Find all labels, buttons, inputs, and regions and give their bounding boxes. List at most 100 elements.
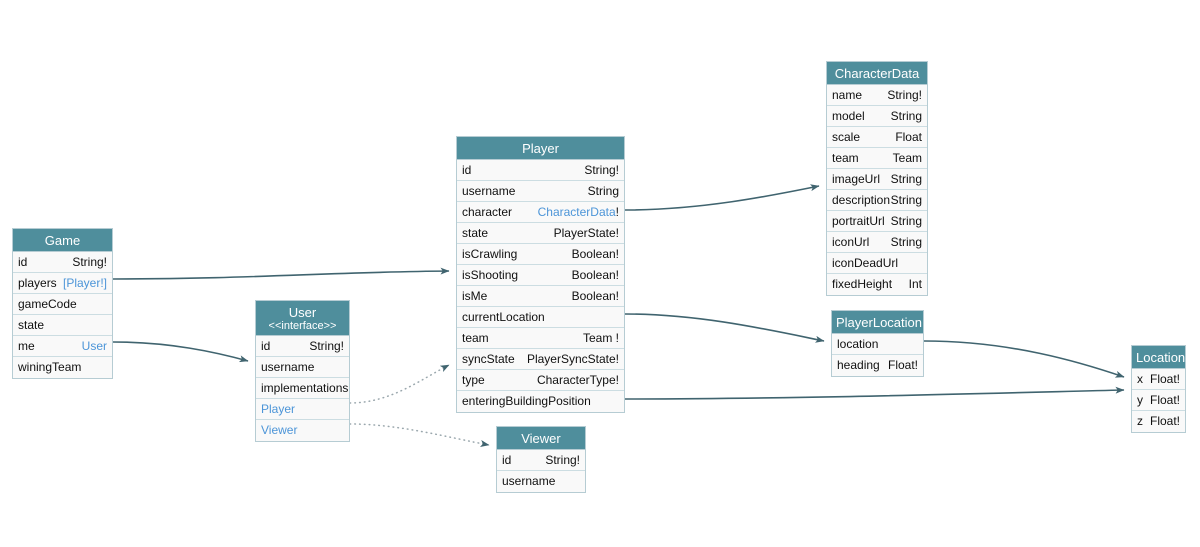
field-type: String! [545, 453, 580, 467]
field-row: stateGameState! [13, 315, 112, 336]
entity-stereotype: <<interface>> [268, 320, 337, 332]
field-type: String! [72, 255, 107, 269]
field-row: iconUrl String [827, 232, 927, 253]
field-name: id [261, 339, 271, 353]
field-row: username String [457, 181, 624, 202]
field-name: id [18, 255, 28, 269]
entity-name: User [288, 305, 317, 320]
edge-game-me-to-user [112, 341, 249, 363]
field-type: String [890, 193, 922, 207]
field-row: z Float! [1132, 411, 1185, 432]
entity-name: CharacterData [834, 66, 920, 81]
field-row: x Float! [1132, 369, 1185, 390]
edge-game-players-to-player [112, 267, 450, 280]
implementation-viewer[interactable]: Viewer [256, 420, 349, 441]
field-name: portraitUrl [832, 214, 885, 228]
field-name: x [1137, 372, 1143, 386]
field-name: enteringBuildingPosition [462, 394, 591, 408]
entity-name: Viewer [521, 431, 561, 446]
entity-user[interactable]: User<<interface>>idString!usernameString… [255, 300, 350, 442]
field-name: z [1137, 414, 1143, 428]
entity-title: Game [13, 229, 112, 252]
field-type[interactable]: [Player!] [62, 276, 107, 290]
field-type: Float! [1149, 393, 1180, 407]
field-row: gameCodeString! [13, 294, 112, 315]
edge-player-enteringbuildingposition-to-location [624, 386, 1125, 400]
field-name: team [832, 151, 859, 165]
field-row: isCrawling Boolean! [457, 244, 624, 265]
field-name: gameCode [18, 297, 77, 311]
field-name: username [462, 184, 516, 198]
field-type: Team ! [582, 331, 619, 345]
edge-user-implements-player [349, 364, 450, 404]
field-name: isCrawling [462, 247, 518, 261]
entity-playerlocation[interactable]: PlayerLocationlocationLocation!headingFl… [831, 310, 924, 377]
field-name: state [462, 226, 489, 240]
field-name: fixedHeight [832, 277, 893, 291]
field-name: username [261, 360, 315, 374]
field-row: enteringBuildingPositionLocation [457, 391, 624, 412]
field-type: String [890, 235, 922, 249]
entity-title: Location [1132, 346, 1185, 369]
entity-title: User<<interface>> [256, 301, 349, 336]
field-type: PlayerSyncState! [526, 352, 619, 366]
entity-title: Viewer [497, 427, 585, 450]
field-name: model [832, 109, 865, 123]
field-type[interactable]: CharacterData! [537, 205, 619, 219]
field-name: description [832, 193, 891, 207]
entity-title: Player [457, 137, 624, 160]
edge-player-character-to-characterdata [624, 184, 820, 211]
field-type: Boolean! [571, 247, 619, 261]
entity-name: PlayerLocation [836, 315, 922, 330]
field-type: String [587, 184, 619, 198]
field-row: players[Player!] [13, 273, 112, 294]
field-name: id [502, 453, 512, 467]
field-name: location [837, 337, 879, 351]
entity-name: Player [522, 141, 559, 156]
field-type: Float! [887, 358, 918, 372]
field-name: isMe [462, 289, 488, 303]
field-name: username [502, 474, 556, 488]
field-type: Team [78, 377, 107, 378]
edge-user-implements-viewer [349, 423, 490, 447]
field-row: portraitUrl String [827, 211, 927, 232]
field-name: scale [832, 130, 861, 144]
implementation-player[interactable]: Player [256, 399, 349, 420]
field-name: name [832, 88, 863, 102]
field-type: Boolean! [571, 268, 619, 282]
entity-title: PlayerLocation [832, 311, 923, 334]
field-type[interactable]: User [81, 339, 107, 353]
field-row: me User [13, 336, 112, 357]
field-name: heading [837, 358, 880, 372]
non-null-marker: ! [615, 205, 619, 219]
field-type[interactable]: Location [574, 411, 619, 412]
field-type: String [890, 109, 922, 123]
entity-name: Game [44, 233, 81, 248]
field-name: type [462, 373, 485, 387]
field-name: y [1137, 393, 1143, 407]
field-name: state [18, 318, 45, 332]
field-name: me [18, 339, 35, 353]
entity-game[interactable]: Game id String! players[Player!]gameCodeStr… [12, 228, 113, 379]
edge-playerlocation-location-to-location [923, 340, 1125, 378]
field-type: Float! [1149, 372, 1180, 386]
field-name: iconUrl [832, 235, 870, 249]
field-type: String [890, 214, 922, 228]
field-type: Float! [1149, 414, 1180, 428]
